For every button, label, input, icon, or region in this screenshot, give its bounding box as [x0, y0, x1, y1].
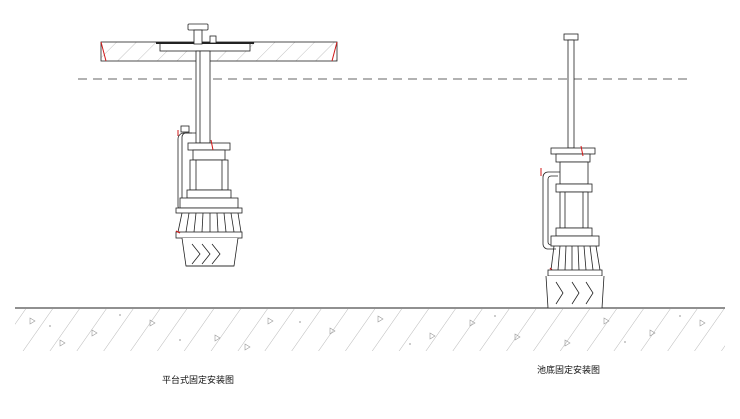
platform-installation [100, 23, 338, 267]
pool-bottom-installation [540, 33, 605, 309]
caption-platform-installation: 平台式固定安装图 [162, 376, 235, 386]
platform-slab [100, 23, 338, 62]
ground-section [15, 307, 725, 351]
caption-pool-bottom-installation: 池底固定安装图 [537, 366, 601, 376]
